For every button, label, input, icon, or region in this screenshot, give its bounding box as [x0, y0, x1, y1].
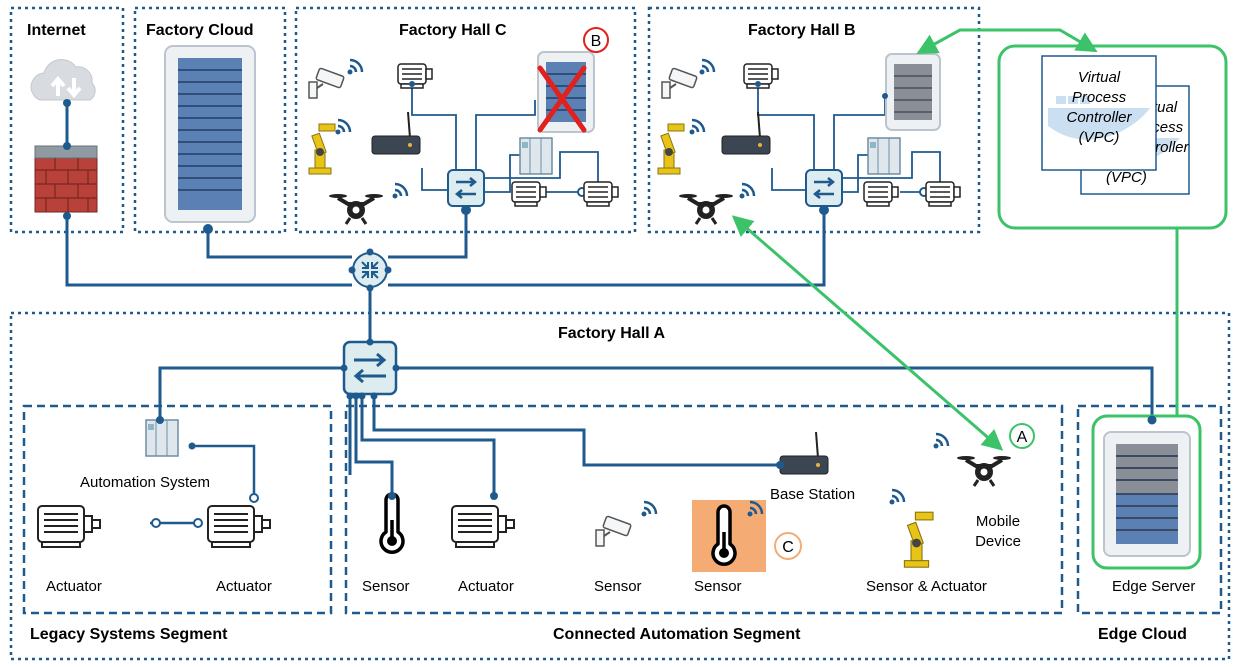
hall-a-zone	[9, 311, 1231, 661]
switch-icon	[446, 168, 486, 208]
network-links	[65, 100, 1154, 494]
failure-cross-icon	[537, 65, 587, 133]
wifi-icon	[738, 182, 756, 200]
firewall-icon	[34, 145, 98, 213]
hall-b-title: Factory Hall B	[748, 22, 856, 39]
drone-icon	[677, 192, 735, 226]
robot-arm-icon	[903, 511, 934, 568]
marker-a: A	[1009, 423, 1035, 449]
container-icon	[1048, 96, 1150, 140]
wifi-icon	[932, 432, 950, 450]
motor-icon	[511, 181, 547, 207]
robot-arm-icon	[308, 123, 336, 175]
marker-c-label: C	[782, 539, 794, 556]
base-station-label: Base Station	[770, 486, 856, 503]
sensor-1-label: Sensor	[362, 578, 410, 595]
server-icon	[885, 53, 941, 131]
drone-icon	[955, 454, 1013, 488]
hall-a-title: Factory Hall A	[558, 325, 665, 342]
green-links	[731, 28, 1179, 451]
actuator-mid-label: Actuator	[458, 578, 514, 595]
sensor-actuator-label: Sensor & Actuator	[866, 578, 987, 595]
motor-icon	[925, 181, 961, 207]
mobile-device-line: Device	[975, 533, 1021, 550]
vpc-front-label: Virtual Process Controller (VPC)	[1042, 68, 1156, 148]
vpc-back-label-tail: (VPC)	[1106, 169, 1147, 186]
vpc-front-line: Process	[1071, 89, 1127, 106]
motor-icon	[743, 63, 779, 89]
hall-c-zone	[294, 6, 637, 234]
plc-icon	[519, 137, 553, 175]
switch-icon	[804, 168, 844, 208]
vpc-front-line: Virtual	[1077, 69, 1121, 86]
camera-icon	[308, 66, 346, 99]
wifi-icon	[334, 118, 352, 136]
hall-c-links	[411, 80, 599, 193]
actuator-right-label: Actuator	[216, 578, 272, 595]
edge-segment-box	[1076, 404, 1223, 615]
wireless-router-icon	[779, 431, 829, 475]
motor-icon	[397, 63, 433, 89]
plc-icon	[867, 137, 901, 175]
segment-borders	[22, 404, 1223, 615]
main-switch-icon	[340, 338, 400, 400]
edge-server-icon	[1091, 414, 1202, 570]
motor-icon	[451, 505, 515, 548]
wifi-icon	[346, 58, 364, 76]
wifi-icon	[391, 182, 409, 200]
wifi-icon	[888, 488, 906, 506]
hall-b-zone	[647, 6, 981, 234]
automation-system-label: Automation System	[80, 474, 211, 491]
wifi-icon	[640, 500, 658, 518]
marker-c: C	[774, 532, 802, 560]
factory-cloud-title: Factory Cloud	[146, 22, 254, 39]
vpc-back-line: Virtual	[1156, 99, 1178, 116]
wireless-router-icon	[721, 111, 771, 155]
marker-a-label: A	[1017, 429, 1028, 446]
vpc-back-label: Virtual Process Controller	[1156, 98, 1194, 158]
mobile-device-line: Mobile	[975, 513, 1021, 530]
legacy-segment-title: Legacy Systems Segment	[30, 626, 228, 643]
marker-b-label: B	[591, 33, 602, 50]
router-icon	[352, 252, 388, 288]
vpc-group	[997, 44, 1228, 230]
robot-arm-icon	[657, 123, 685, 175]
connected-segment-title: Connected Automation Segment	[553, 626, 801, 643]
camera-icon	[595, 514, 633, 547]
wireless-router-icon	[371, 111, 421, 155]
thermometer-icon	[379, 492, 405, 554]
drone-icon	[327, 192, 385, 226]
edge-server-label: Edge Server	[1112, 578, 1196, 595]
internet-title: Internet	[27, 22, 86, 39]
legacy-segment-box	[22, 404, 333, 615]
server-rack-icon	[164, 45, 256, 223]
sensor-camera-label: Sensor	[594, 578, 642, 595]
thermometer-icon	[711, 504, 737, 566]
cloud-icon	[30, 59, 96, 101]
vpc-back-line: Controller	[1156, 139, 1189, 156]
connected-segment-box	[344, 404, 1064, 615]
vpc-front-line: Controller	[1066, 109, 1132, 126]
wifi-icon	[688, 118, 706, 136]
motor-icon	[207, 505, 271, 548]
motor-icon	[863, 181, 899, 207]
mobile-device-label: Mobile Device	[966, 512, 1030, 552]
camera-icon	[661, 66, 699, 99]
vpc-back-line: Process	[1156, 119, 1184, 136]
motor-icon	[37, 505, 101, 548]
actuator-left-label: Actuator	[46, 578, 102, 595]
vpc-front-line: (VPC)	[1078, 129, 1120, 146]
automation-system-icon	[145, 419, 179, 457]
edge-cloud-title: Edge Cloud	[1098, 626, 1187, 643]
hall-c-title: Factory Hall C	[399, 22, 507, 39]
sensor-highlighted-label: Sensor	[694, 578, 742, 595]
marker-b: B	[583, 27, 609, 53]
wifi-icon	[698, 58, 716, 76]
motor-icon	[583, 181, 619, 207]
